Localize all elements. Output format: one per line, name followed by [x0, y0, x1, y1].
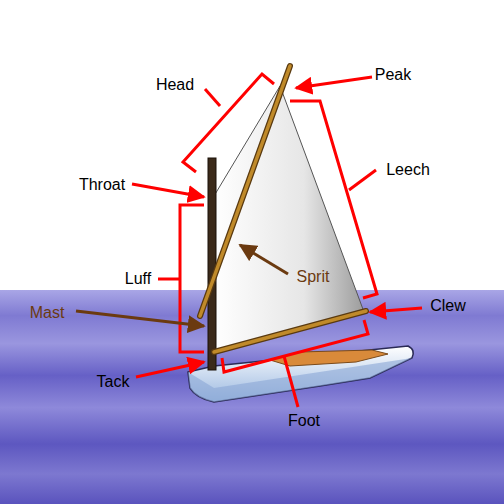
- part-label: Head: [156, 76, 194, 94]
- part-label: Luff: [125, 270, 151, 288]
- part-label: Foot: [288, 412, 320, 430]
- part-label: Peak: [375, 66, 411, 84]
- part-label: Mast: [30, 304, 65, 322]
- part-label: Leech: [386, 161, 430, 179]
- part-label: Tack: [97, 373, 130, 391]
- part-label: Sprit: [297, 268, 330, 286]
- part-label: Clew: [430, 297, 466, 315]
- part-label: Throat: [79, 176, 125, 194]
